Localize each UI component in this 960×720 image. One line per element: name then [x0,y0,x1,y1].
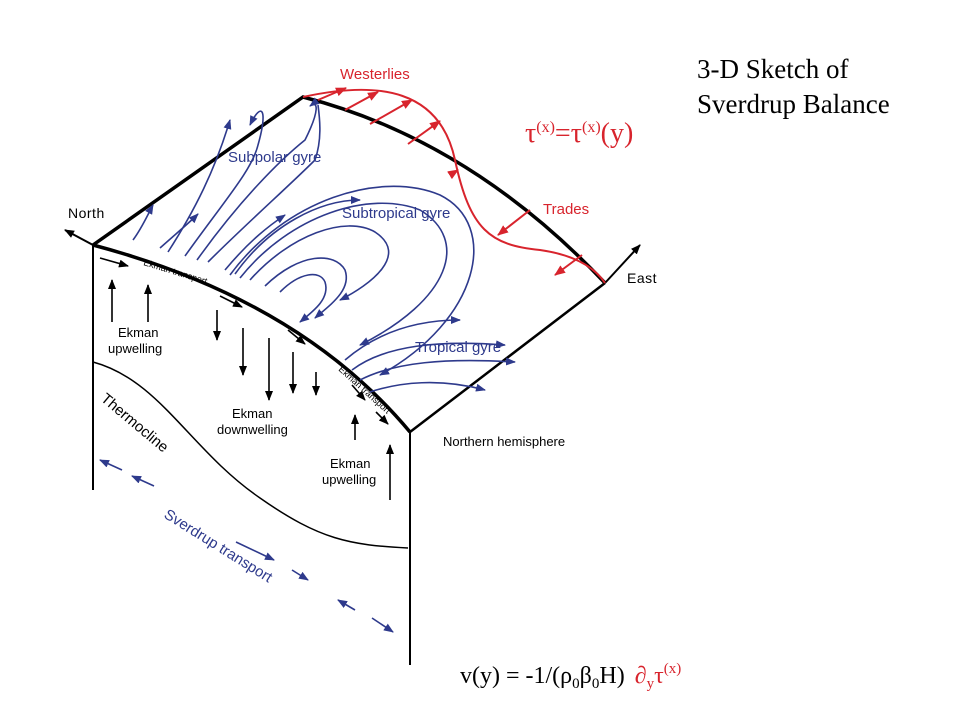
sverdrup-arrow [371,617,394,633]
ekman-transport-arrow [219,295,243,308]
gyre-streamlines [132,97,516,393]
wind-arrow [447,169,459,180]
ekman-upwelling-label-2b: upwelling [322,472,376,487]
tropical-streamline [369,381,486,393]
ekman-transport-arrow [375,411,389,425]
trades-label: Trades [543,201,589,218]
ekman-transport-label-1: Ekman transport [142,257,209,286]
subpolar-streamline [196,97,320,261]
title-line-1: 3-D Sketch of [697,54,848,84]
wind-arrow [497,209,531,236]
ekman-transport-arrow [351,384,366,401]
subtropical-streamline [249,225,390,301]
sverdrup-transport-arrows [99,459,394,633]
wind-arrow [554,254,583,276]
wind-profile [302,87,606,284]
subtropical-streamline [239,202,448,346]
subtropical-gyre-label: Subtropical gyre [342,205,450,222]
east-label: East [627,270,657,286]
wind-arrow [317,87,347,101]
vertical-ekman-arrows [108,279,394,500]
sverdrup-arrow [131,475,155,487]
sverdrup-arrow [99,459,123,471]
ekman-upwelling-label-2a: Ekman [330,456,370,471]
ekman-transport-arrow [287,329,306,345]
transport-formula: v(y) = -1/(ρ0β0H)∂yτ(x) [460,661,681,692]
subtropical-streamline [234,196,361,275]
westerlies-label: Westerlies [340,66,410,83]
north-label: North [68,205,105,221]
ekman-transport-arrow [99,257,129,268]
northern-hemisphere-label: Northern hemisphere [443,434,565,449]
tropical-streamline [359,357,516,381]
wind-curve [302,88,606,284]
wind-arrow [369,99,413,125]
ekman-upwelling-label-1b: upwelling [108,341,162,356]
wind-arrow [407,120,441,145]
east-arrow [604,244,641,284]
sverdrup-arrow [337,599,356,611]
subtropical-streamline [264,257,348,319]
thermocline-label: Thermocline [97,390,171,456]
sverdrup-arrow [235,541,275,561]
ekman-upwelling-label-1a: Ekman [118,325,158,340]
ekman-downwelling-label-b: downwelling [217,422,288,437]
tropical-streamline [351,340,506,371]
ekman-transport-arrows [99,257,389,425]
subtropical-streamline [229,185,475,376]
subpolar-streamline [167,119,232,253]
subpolar-streamline [159,213,199,249]
sverdrup-transport-label: Sverdrup transport [161,506,276,587]
subpolar-streamline [207,104,321,263]
wind-arrow [344,91,379,111]
tropical-gyre-label: Tropical gyre [415,339,501,356]
north-arrow [64,229,94,246]
title-line-2: Sverdrup Balance [697,89,890,119]
sverdrup-arrow [291,569,309,581]
subtropical-streamline [224,214,286,271]
thermocline-curve [92,361,409,549]
subtropical-streamline [279,273,327,323]
subpolar-streamline [184,110,264,257]
ekman-downwelling-label-a: Ekman [232,406,272,421]
subpolar-gyre-label: Subpolar gyre [228,149,321,166]
tropical-streamline [344,316,461,361]
stress-formula: τ(x)=τ(x)(y) [525,118,633,149]
subpolar-streamline [132,204,154,241]
